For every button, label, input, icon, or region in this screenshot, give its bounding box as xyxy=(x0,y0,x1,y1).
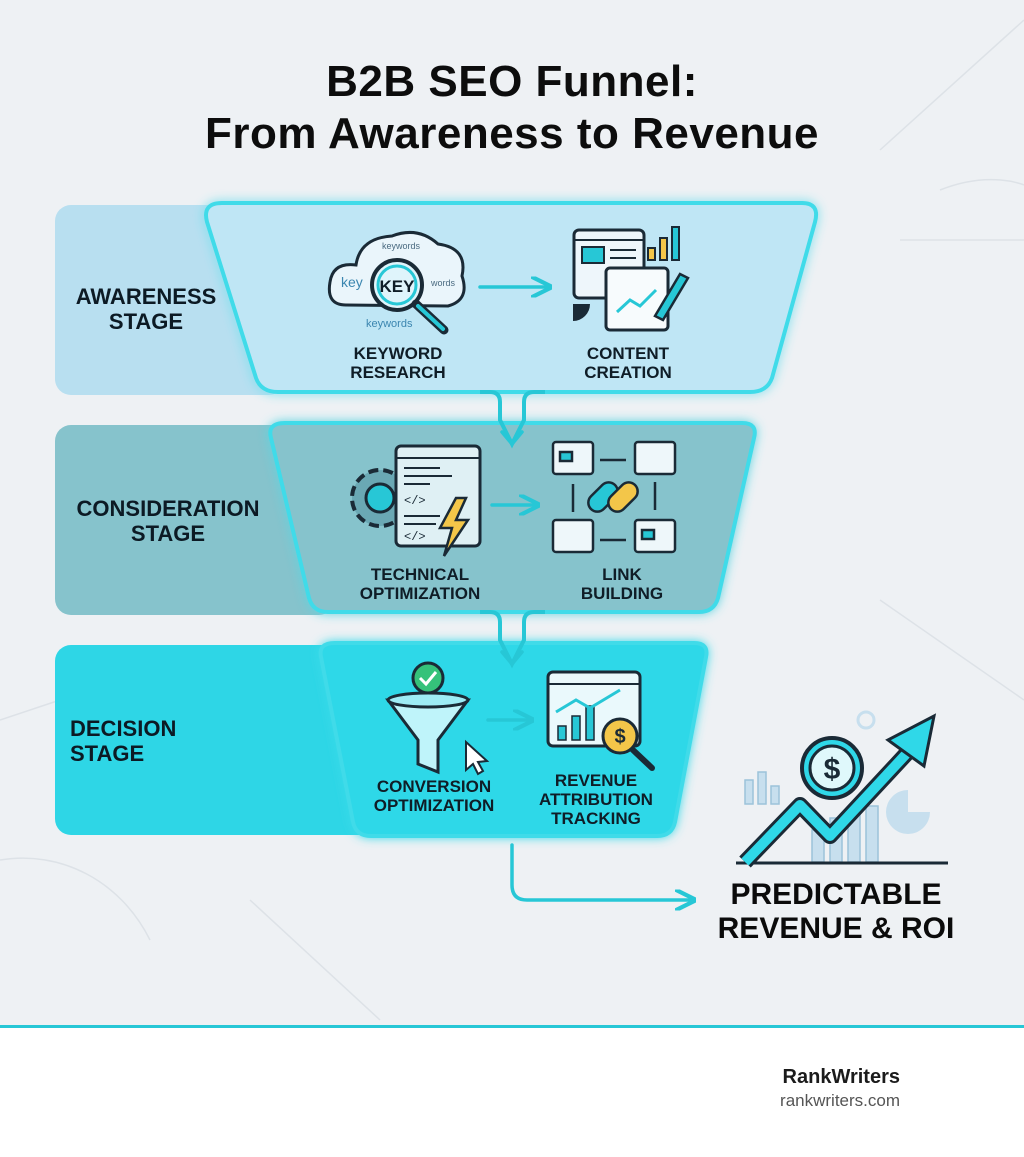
stage-label-line: AWARENESS xyxy=(75,284,217,309)
stage-label-consideration: CONSIDERATION STAGE xyxy=(68,496,268,546)
chart-dollar-icon: $ xyxy=(546,670,655,771)
stage-label-line: DECISION xyxy=(70,716,177,741)
gear-code-bolt-icon: </> </> xyxy=(350,444,482,557)
step-label-line: KEYWORD xyxy=(353,344,443,363)
svg-text:$: $ xyxy=(614,726,625,748)
step-label-line: ATTRIBUTION xyxy=(539,790,653,809)
step-label-line: OPTIMIZATION xyxy=(359,584,481,603)
step-label-line: LINK xyxy=(602,565,642,584)
stage-label-line: STAGE xyxy=(108,309,184,334)
step-keyword-research: KEYWORD RESEARCH xyxy=(328,344,468,382)
step-label-line: TRACKING xyxy=(551,809,641,828)
funnel-check-icon xyxy=(385,661,490,776)
step-label-line: TECHNICAL xyxy=(370,565,470,584)
keyword-cloud-magnifier-icon: keywords key words keywords KEY xyxy=(327,230,466,335)
chain-link-icon xyxy=(551,440,677,554)
step-conversion-optimization: CONVERSION OPTIMIZATION xyxy=(352,777,516,815)
consideration-band xyxy=(55,425,335,615)
outcome-line: PREDICTABLE xyxy=(730,878,942,911)
step-label-line: BUILDING xyxy=(580,584,664,603)
dollar-sign: $ xyxy=(824,753,841,786)
stage-label-decision: DECISION STAGE xyxy=(70,716,210,766)
title-line-1: B2B SEO Funnel: xyxy=(326,57,698,106)
step-label-line: CONTENT xyxy=(586,344,670,363)
stage-label-line: STAGE xyxy=(130,521,206,546)
decision-band xyxy=(55,645,385,835)
step-arrows xyxy=(478,287,692,900)
step-label-line: REVENUE xyxy=(554,771,638,790)
step-revenue-attribution-tracking: REVENUE ATTRIBUTION TRACKING xyxy=(526,771,666,828)
cloud-word: keywords xyxy=(382,241,421,251)
svg-text:</>: </> xyxy=(404,494,426,508)
step-label-line: CREATION xyxy=(584,363,672,382)
brand-site[interactable]: rankwriters.com xyxy=(780,1091,900,1110)
stage-label-line: CONSIDERATION xyxy=(76,496,260,521)
stage-label-awareness: AWARENESS STAGE xyxy=(71,284,221,334)
funnel-awareness xyxy=(204,201,819,394)
background-lines xyxy=(0,19,1024,1021)
cloud-word: KEY xyxy=(380,277,416,296)
outcome-line: REVENUE & ROI xyxy=(717,912,955,945)
outcome-label: PREDICTABLE REVENUE & ROI xyxy=(706,878,966,946)
content-documents-icon xyxy=(572,226,690,332)
brand-name: RankWriters xyxy=(782,1066,900,1088)
rising-arrow-dollar-icon: $ xyxy=(736,710,948,868)
footer xyxy=(0,1025,1024,1157)
cloud-word: key xyxy=(341,274,363,290)
svg-text:</>: </> xyxy=(404,530,426,544)
step-link-building: LINK BUILDING xyxy=(552,565,692,603)
funnel-consideration xyxy=(268,421,757,614)
cloud-word: keywords xyxy=(366,318,413,330)
title-line-2: From Awareness to Revenue xyxy=(204,109,820,158)
stage-label-line: STAGE xyxy=(70,741,145,766)
step-content-creation: CONTENT CREATION xyxy=(558,344,698,382)
step-label-line: RESEARCH xyxy=(350,363,446,382)
cloud-word: words xyxy=(430,278,456,288)
step-label-line: OPTIMIZATION xyxy=(373,796,495,815)
step-technical-optimization: TECHNICAL OPTIMIZATION xyxy=(338,565,502,603)
step-label-line: CONVERSION xyxy=(376,777,492,796)
